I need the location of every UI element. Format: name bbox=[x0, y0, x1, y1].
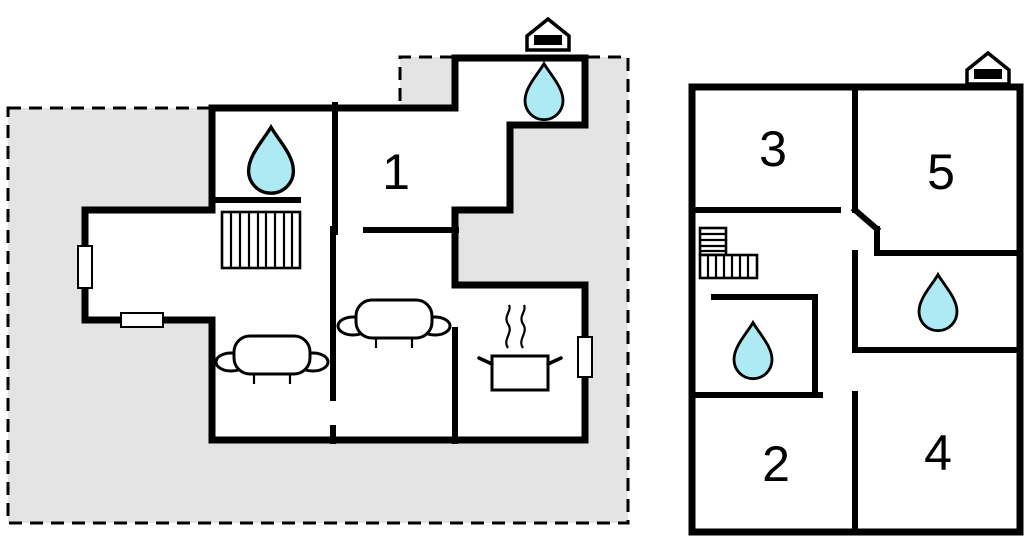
water-drop-icon bbox=[917, 271, 959, 332]
stairs-icon bbox=[220, 210, 302, 270]
stove-pot-icon bbox=[477, 304, 563, 392]
window-icon bbox=[577, 336, 593, 378]
sofa-icon bbox=[214, 334, 330, 384]
chimney-icon bbox=[965, 50, 1011, 86]
room-label-1: 1 bbox=[382, 144, 410, 200]
sofa-icon bbox=[336, 298, 452, 348]
room-label-4: 4 bbox=[924, 425, 952, 481]
water-drop-icon bbox=[246, 123, 296, 195]
room-label-3: 3 bbox=[759, 121, 787, 177]
upper-floor-plan: 3 5 2 4 bbox=[688, 50, 1024, 536]
interior-walls bbox=[209, 102, 459, 444]
chimney-icon bbox=[525, 16, 571, 52]
room-label-5: 5 bbox=[927, 144, 955, 200]
water-drop-icon bbox=[523, 60, 565, 121]
room-label-2: 2 bbox=[762, 436, 790, 492]
stairs-icon bbox=[698, 226, 759, 280]
water-drop-icon bbox=[732, 319, 774, 380]
window-icon bbox=[120, 312, 164, 328]
interior-walls bbox=[689, 84, 1023, 535]
ground-floor-plan: 1 bbox=[6, 16, 630, 525]
window-icon bbox=[77, 245, 93, 289]
